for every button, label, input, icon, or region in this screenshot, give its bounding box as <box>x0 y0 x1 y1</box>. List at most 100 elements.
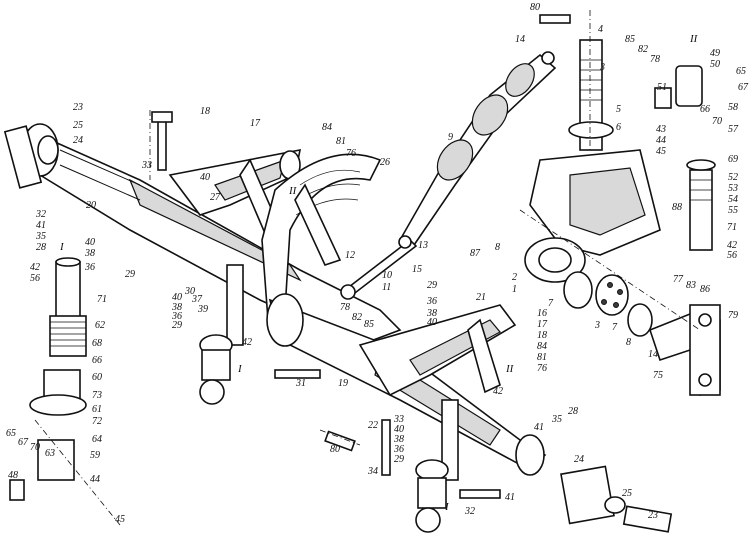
label-27: 27 <box>210 192 221 203</box>
label-25b: 25 <box>622 488 632 499</box>
label-36b: 36 <box>171 311 182 322</box>
label-24: 24 <box>73 135 83 146</box>
label-36c: 36 <box>426 296 437 307</box>
label-43: 43 <box>656 124 666 135</box>
label-82b: 82 <box>352 312 362 323</box>
label-9: 9 <box>448 132 453 143</box>
label-14: 14 <box>515 34 525 45</box>
steering-box <box>524 39 661 283</box>
label-80b: 80 <box>330 444 340 455</box>
label-4: 4 <box>598 24 603 35</box>
label-33: 33 <box>141 160 152 171</box>
label-48: 48 <box>8 470 18 481</box>
bolts <box>151 14 571 499</box>
label-56b: 56 <box>30 273 40 284</box>
label-78b: 78 <box>340 302 350 313</box>
label-40: 40 <box>200 172 210 183</box>
label-29d: 29 <box>394 454 404 465</box>
center-sector <box>261 153 382 322</box>
right-flange <box>560 465 673 533</box>
label-65: 65 <box>736 66 746 77</box>
label-18b: 18 <box>537 330 547 341</box>
label-61: 61 <box>92 404 102 415</box>
label-28b: 28 <box>568 406 578 417</box>
label-8: 8 <box>495 242 500 253</box>
tie-rod <box>340 235 418 300</box>
label-63: 63 <box>45 448 55 459</box>
label-60: 60 <box>92 372 102 383</box>
label-7b: 7 <box>612 322 618 333</box>
label-5: 5 <box>616 104 621 115</box>
part-labels: 80 14 4 85 82 78 3 5 6 9 26 13 15 12 10 … <box>6 2 749 525</box>
kingpin-left <box>199 264 244 405</box>
label-77: 77 <box>673 274 684 285</box>
label-45: 45 <box>656 146 666 157</box>
label-34: 34 <box>367 466 378 477</box>
label-1: 1 <box>512 284 517 295</box>
group-II-center: II <box>288 185 298 197</box>
label-41: 41 <box>36 220 46 231</box>
pitman-arm <box>649 304 721 396</box>
label-26: 26 <box>380 157 390 168</box>
label-14b: 14 <box>648 349 658 360</box>
label-38c: 38 <box>426 308 437 319</box>
label-3: 3 <box>599 62 605 73</box>
label-44b: 44 <box>90 474 100 485</box>
label-70: 70 <box>712 116 722 127</box>
label-41c: 41 <box>505 492 515 503</box>
label-52: 52 <box>728 172 738 183</box>
label-59: 59 <box>90 450 100 461</box>
label-38b: 38 <box>171 302 182 313</box>
label-42b: 42 <box>30 262 40 273</box>
label-78: 78 <box>650 54 660 65</box>
label-11: 11 <box>382 282 391 293</box>
label-56: 56 <box>727 250 737 261</box>
label-23: 23 <box>73 102 83 113</box>
steering-arm-detail <box>654 65 716 251</box>
label-67b: 67 <box>18 437 29 448</box>
label-28: 28 <box>36 242 46 253</box>
label-37: 37 <box>191 294 203 305</box>
label-67: 67 <box>738 82 749 93</box>
label-33b: 33 <box>393 414 404 425</box>
left-axle-beam <box>3 123 402 346</box>
label-58: 58 <box>728 102 738 113</box>
label-20: 20 <box>86 200 96 211</box>
label-21: 21 <box>476 292 486 303</box>
label-80: 80 <box>530 2 540 13</box>
label-25: 25 <box>73 120 83 131</box>
label-71: 71 <box>727 222 737 233</box>
label-85b: 85 <box>364 319 374 330</box>
label-32b: 32 <box>464 506 475 517</box>
label-2: 2 <box>512 272 517 283</box>
label-79: 79 <box>728 310 738 321</box>
group-I-left: I <box>59 241 65 253</box>
label-36: 36 <box>84 262 95 273</box>
label-66: 66 <box>700 104 710 115</box>
label-44: 44 <box>656 135 666 146</box>
label-85: 85 <box>625 34 635 45</box>
label-36d: 36 <box>393 444 404 455</box>
label-13: 13 <box>418 240 428 251</box>
group-labels: I I I II II II <box>59 33 699 513</box>
label-71b: 71 <box>97 294 107 305</box>
label-17b: 17 <box>537 319 548 330</box>
label-3b: 3 <box>594 320 600 331</box>
group-I-right: I <box>444 501 450 513</box>
label-72: 72 <box>92 416 102 427</box>
label-45b: 45 <box>115 514 125 525</box>
label-81: 81 <box>336 136 346 147</box>
label-84: 84 <box>322 122 332 133</box>
label-42d: 42 <box>493 386 503 397</box>
label-84b: 84 <box>537 341 547 352</box>
label-81b: 81 <box>537 352 547 363</box>
label-24b: 24 <box>574 454 584 465</box>
label-7: 7 <box>548 298 554 309</box>
right-bracket-arm <box>358 304 517 397</box>
group-II-top: II <box>689 33 699 45</box>
label-30: 30 <box>184 286 195 297</box>
label-40b: 40 <box>85 237 95 248</box>
label-75: 75 <box>653 370 663 381</box>
label-76: 76 <box>537 363 547 374</box>
